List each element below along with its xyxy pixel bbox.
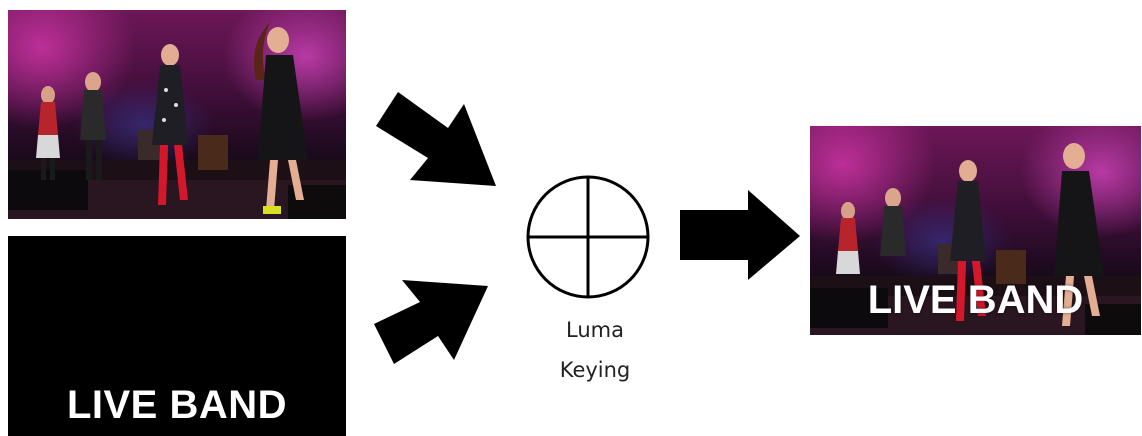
result-overlay-text: LIVE BAND [867, 278, 1084, 322]
band-scene-illustration [8, 22, 346, 219]
band-scene-illustration [810, 143, 1141, 335]
arrow-down-right-icon [376, 92, 496, 186]
arrow-right-icon [680, 190, 800, 280]
key-frame: LIVE BAND [8, 236, 346, 436]
arrow-up-right-icon [374, 280, 488, 364]
source-photo [8, 10, 346, 219]
circled-plus-icon [526, 175, 650, 299]
result-photo: LIVE BAND [810, 126, 1141, 335]
operation-label-line2: Keying [559, 358, 631, 382]
operation-label-line1: Luma [566, 318, 624, 342]
key-overlay-text: LIVE BAND [66, 383, 288, 427]
